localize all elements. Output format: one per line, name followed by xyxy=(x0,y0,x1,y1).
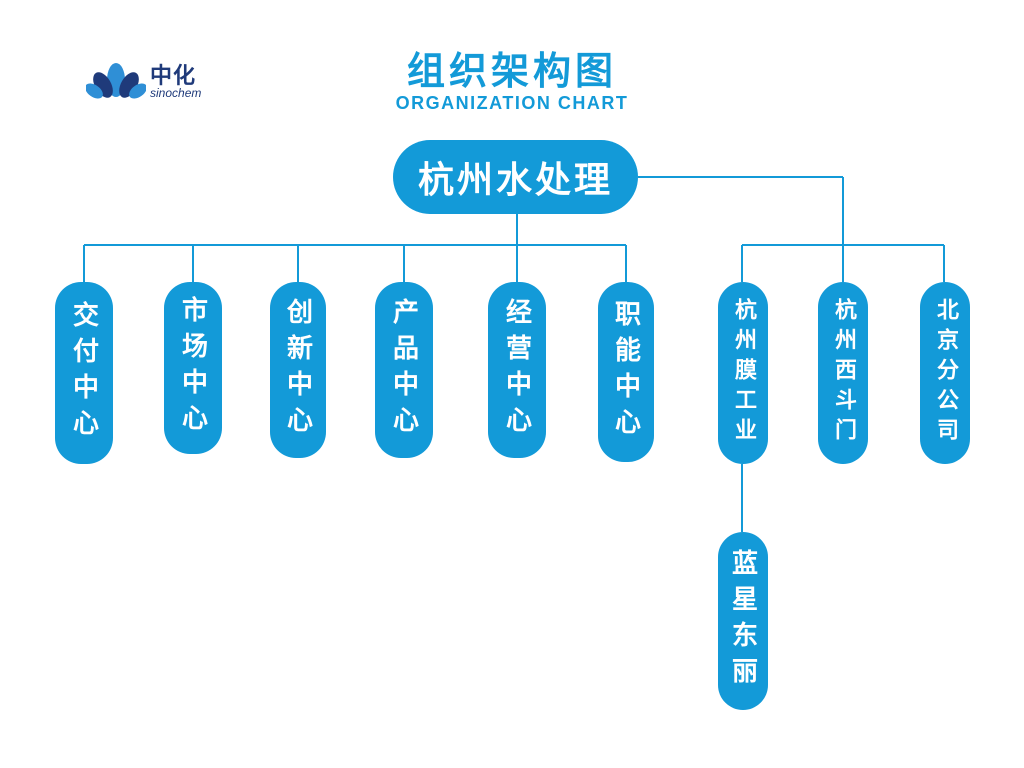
org-node-shichang-center: 市场中心 xyxy=(164,282,222,454)
org-node-jiaofu-center: 交付中心 xyxy=(55,282,113,464)
org-node-chuangxin-center: 创新中心 xyxy=(270,282,326,458)
page-subtitle: ORGANIZATION CHART xyxy=(395,93,629,113)
lotus-logo-icon xyxy=(86,63,146,99)
logo-name-en: sinochem xyxy=(150,86,202,100)
org-node-zhineng-center: 职能中心 xyxy=(598,282,654,462)
org-node-jingying-center: 经营中心 xyxy=(488,282,546,458)
org-node-beijing-branch: 北京分公司 xyxy=(920,282,970,464)
logo-name-cn: 中化 xyxy=(150,64,197,89)
org-node-chanpin-center: 产品中心 xyxy=(375,282,433,458)
org-node-lanxing-dongli: 蓝星东丽 xyxy=(718,532,768,710)
org-node-hangzhou-xidoumen: 杭州西斗门 xyxy=(818,282,868,464)
root-node: 杭州水处理 xyxy=(393,140,638,214)
org-node-hangzhou-mogongye: 杭州膜工业 xyxy=(718,282,768,464)
page-title: 组织架构图 xyxy=(406,49,617,93)
sinochem-logo: 中化 sinochem xyxy=(86,56,216,104)
